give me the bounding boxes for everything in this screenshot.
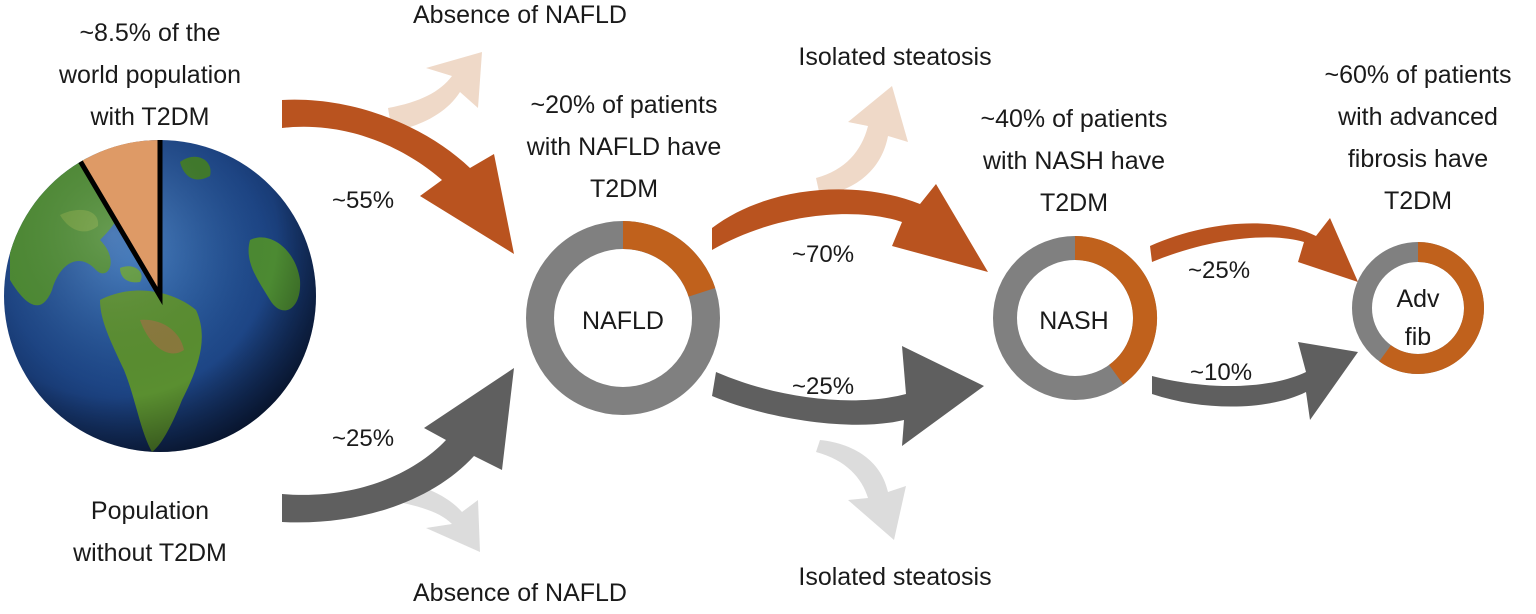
earth-globe-icon — [4, 140, 316, 452]
advfib-t2dm-line-4: T2DM — [1383, 187, 1453, 215]
world-t2dm-label: ~8.5% of the world population with T2DM — [14, 12, 286, 138]
advfib-t2dm-line-2: with advanced — [1338, 103, 1498, 131]
nash-t2dm-line-3: T2DM — [1039, 189, 1109, 217]
faded-arrow-isolated-top — [816, 86, 908, 196]
population-without-line-2: without T2DM — [73, 539, 227, 567]
advfib-t2dm-line-1: ~60% of patients — [1324, 61, 1512, 89]
ring-advfib-t2dm-segment — [1379, 242, 1484, 374]
nash-t2dm-label: ~40% of patients with NASH have T2DM — [944, 98, 1204, 224]
flow-nash-to-advfib-t2dm-pct: ~25% — [1188, 257, 1251, 284]
isolated-steatosis-top-label: Isolated steatosis — [798, 43, 992, 71]
world-t2dm-line-3: with T2DM — [90, 103, 210, 131]
arrow-nash-to-advfib-no-t2dm — [1152, 342, 1358, 420]
ring-nafld-t2dm-segment — [622, 221, 716, 298]
flow-t2dm-to-nafld-pct: ~55% — [332, 187, 395, 214]
arrow-nash-to-advfib-t2dm — [1150, 218, 1358, 282]
ring-label-nash-line-1: NASH — [1039, 307, 1109, 335]
world-t2dm-line-2: world population — [58, 61, 242, 89]
ring-label-advfib: Adv fib — [1378, 280, 1458, 356]
absence-nafld-bottom-label: Absence of NAFLD — [413, 579, 627, 607]
absence-nafld-top-label: Absence of NAFLD — [413, 1, 627, 29]
nafld-t2dm-label: ~20% of patients with NAFLD have T2DM — [494, 84, 754, 210]
arrow-nafld-to-nash-no-t2dm — [712, 346, 984, 446]
ring-label-advfib-line-1: Adv — [1396, 285, 1440, 313]
arrow-no-t2dm-to-nafld — [282, 368, 514, 523]
ring-label-advfib-line-2: fib — [1404, 323, 1432, 351]
t2dm-share-wedge — [80, 140, 160, 296]
advfib-t2dm-label: ~60% of patients with advanced fibrosis … — [1300, 54, 1536, 222]
ring-nash-t2dm-segment — [1074, 236, 1157, 385]
isolated-steatosis-bottom-label: Isolated steatosis — [798, 563, 992, 591]
flow-no-t2dm-to-nafld-pct: ~25% — [332, 425, 395, 452]
arrow-nafld-to-nash-t2dm — [712, 184, 988, 272]
nash-t2dm-line-2: with NASH have — [982, 147, 1166, 175]
nash-t2dm-line-1: ~40% of patients — [980, 105, 1168, 133]
flow-nafld-to-nash-no-t2dm-pct: ~25% — [792, 373, 855, 400]
ring-label-nafld-line-1: NAFLD — [582, 307, 664, 335]
faded-arrow-absence-top — [388, 52, 482, 132]
flow-nafld-to-nash-t2dm-pct: ~70% — [792, 241, 855, 268]
world-t2dm-line-1: ~8.5% of the — [79, 19, 221, 47]
arrow-t2dm-to-nafld — [282, 99, 514, 254]
ring-label-nafld: NAFLD — [553, 302, 693, 340]
nafld-t2dm-line-3: T2DM — [589, 175, 659, 203]
nafld-t2dm-line-1: ~20% of patients — [530, 91, 718, 119]
population-without-label: Population without T2DM — [30, 490, 270, 574]
advfib-t2dm-line-3: fibrosis have — [1347, 145, 1489, 173]
ring-label-nash: NASH — [1014, 302, 1134, 340]
nafld-t2dm-line-2: with NAFLD have — [526, 133, 722, 161]
flow-nash-to-advfib-no-t2dm-pct: ~10% — [1190, 359, 1253, 386]
population-without-line-1: Population — [90, 497, 210, 525]
progression-rings — [526, 221, 1484, 415]
faded-arrow-isolated-bottom — [816, 440, 906, 540]
